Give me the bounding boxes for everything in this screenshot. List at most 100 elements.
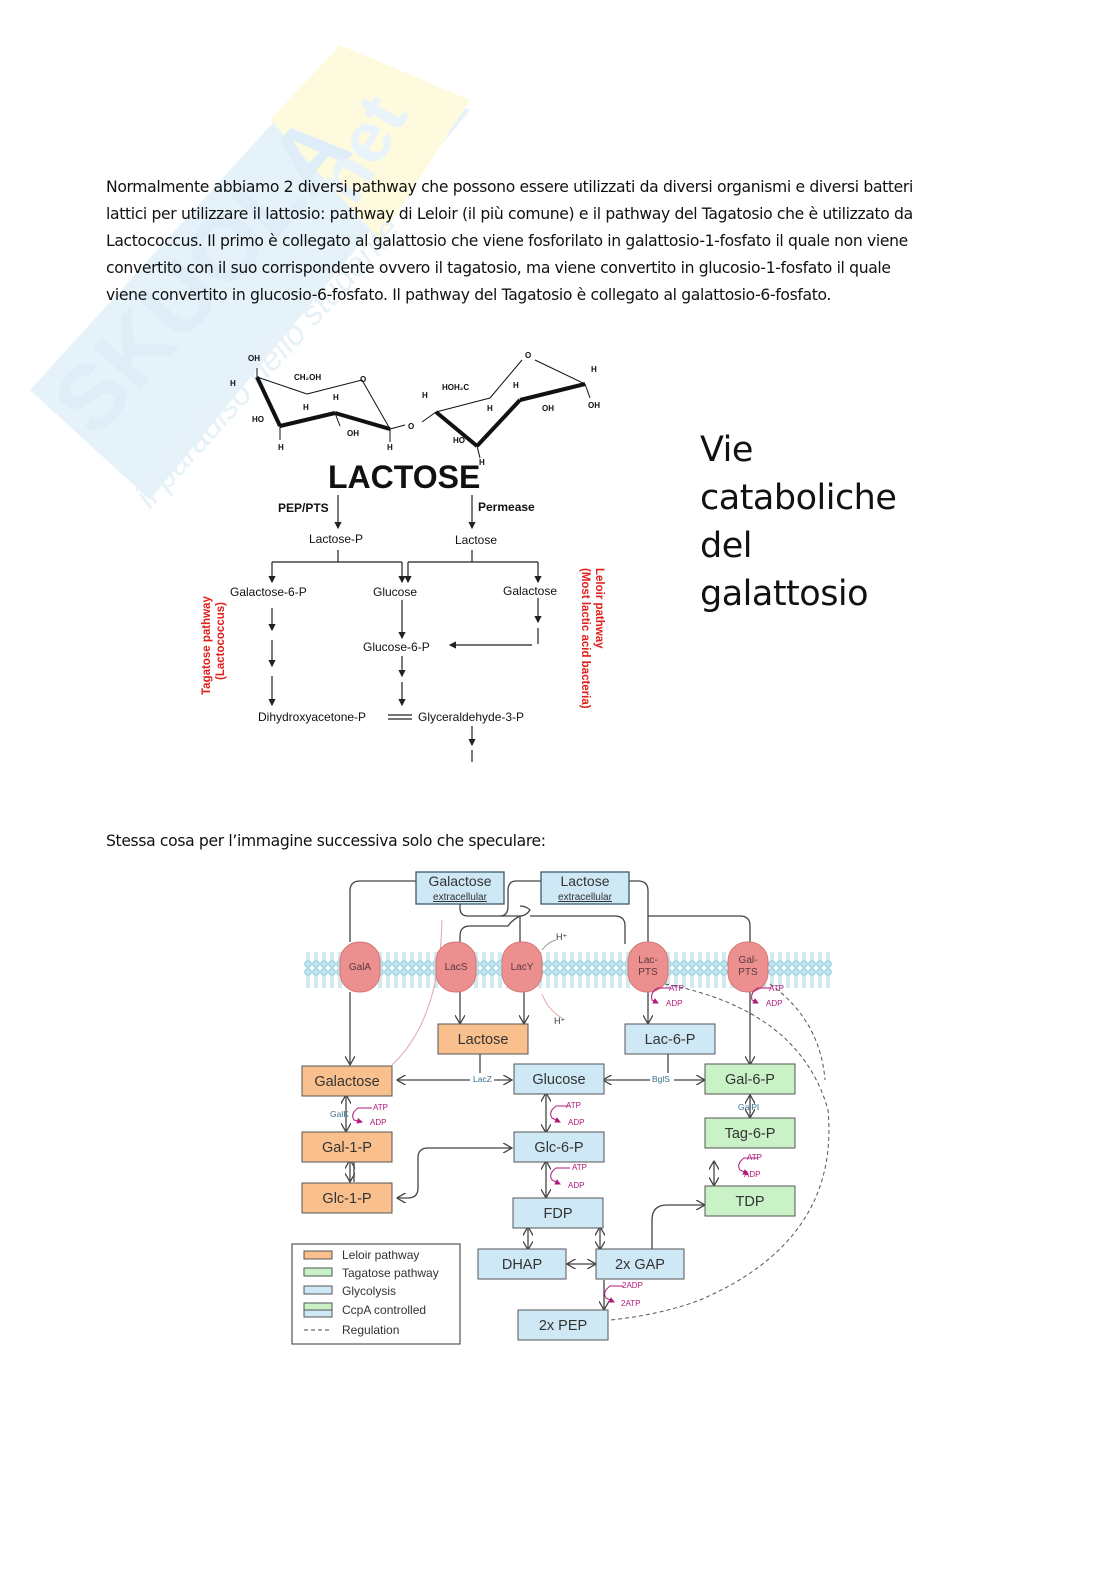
box-label: Lactose (458, 1032, 509, 1048)
enzyme-bgls: BglS (652, 1074, 670, 1084)
atom-label: HO (453, 436, 465, 445)
diagram-legend: Leloir pathway Tagatose pathway Glycolys… (291, 1243, 461, 1345)
box-glc1p (301, 1182, 393, 1214)
adp-label: ADP (666, 999, 682, 1008)
legend-label: Regulation (342, 1323, 399, 1337)
box-tdp (704, 1185, 796, 1217)
proton-influx-line (541, 939, 557, 951)
atom-label: H (422, 391, 428, 400)
atp-label: ATP (669, 984, 684, 993)
legend-swatch-leloir (303, 1250, 333, 1260)
enzyme-labels: LacZ BglS GalK GalPI (330, 1073, 759, 1119)
intro-line: Normalmente abbiamo 2 diversi pathway ch… (106, 178, 913, 196)
glucose-6p-node: Glucose-6-P (363, 640, 430, 654)
atp-label: ATP (566, 1101, 581, 1110)
transporter-label: Gal- (739, 955, 758, 966)
two-atp-label: 2ATP (621, 1299, 640, 1308)
dhap-node: Dihydroxyacetone-P (258, 710, 366, 724)
box-label: FDP (544, 1206, 573, 1222)
enzyme-label-bg (470, 1073, 494, 1085)
pathway-arrows (268, 495, 542, 762)
box-label: 2x GAP (615, 1257, 665, 1273)
legend-swatch-ccpa-bottom (303, 1309, 333, 1318)
transporter-label: GalA (349, 962, 372, 973)
atom-label: H (230, 379, 236, 388)
intro-line: convertito con il suo corrispondente ovv… (106, 259, 891, 277)
box-fdp (512, 1197, 604, 1229)
permease-label: Permease (478, 500, 535, 514)
box-dhap (477, 1248, 567, 1280)
intro-line: Lactococcus. Il primo è collegato al gal… (106, 232, 908, 250)
pathway-labels: PEP/PTS Permease Lactose-P Lactose Galac… (230, 500, 557, 724)
adp-label: ADP (568, 1181, 584, 1190)
extracellular-lactose-box: Lactose extracellular (540, 871, 630, 905)
atom-label: H (387, 443, 393, 452)
enzyme-lacz: LacZ (473, 1074, 492, 1084)
extracellular-galactose-box: Galactose extracellular (415, 871, 505, 905)
legend-label: Glycolysis (342, 1284, 396, 1298)
lactose-structure (255, 359, 591, 459)
lactose-title: LACTOSE (328, 459, 480, 495)
box-galactose (301, 1065, 393, 1097)
atom-label: OH (248, 354, 260, 363)
enzyme-galk: GalK (330, 1109, 349, 1119)
atom-label: H (513, 381, 519, 390)
box-label: Tag-6-P (725, 1126, 776, 1142)
pathway-side-labels: Tagatose pathway (Lactococcus) Leloir pa… (201, 568, 605, 709)
atom-label: O (360, 375, 366, 384)
atom-label: OH (347, 429, 359, 438)
box-glc6p (513, 1131, 605, 1163)
atom-label: OH (542, 404, 554, 413)
atom-label: H (278, 443, 284, 452)
side-title-line: galattosio (700, 574, 869, 614)
box-glucose (513, 1063, 605, 1095)
side-title-line: cataboliche (700, 478, 897, 518)
proton-label: H⁺ (556, 932, 567, 942)
box-sublabel: extracellular (433, 892, 488, 903)
side-title-line: Vie (700, 430, 753, 470)
legend-swatch-tagatose (303, 1267, 333, 1277)
atom-label: HOH₂C (442, 383, 469, 392)
atom-label: HO (252, 415, 264, 424)
atp-label: ATP (572, 1163, 587, 1172)
box-sublabel: extracellular (558, 892, 613, 903)
adp-label: ADP (766, 999, 782, 1008)
legend-swatch-ccpa-top (303, 1302, 333, 1311)
transporter-gal-pts (727, 941, 769, 993)
lacs-efflux-arrow (391, 919, 443, 1066)
box-label: Galactose (428, 873, 491, 889)
cofactor-arrows (352, 987, 770, 1303)
legend-label: Tagatose pathway (342, 1266, 439, 1280)
box-label: Glucose (532, 1072, 585, 1088)
atom-label: OH (588, 401, 600, 410)
second-figure-caption: Stessa cosa per l’immagine successiva so… (106, 832, 546, 850)
box-pep (517, 1309, 609, 1341)
box-gal1p (301, 1131, 393, 1163)
box-gal6p (704, 1063, 796, 1095)
side-title: Vie cataboliche del galattosio (700, 426, 897, 618)
box-label: TDP (736, 1194, 765, 1210)
atp-label: ATP (769, 984, 784, 993)
metabolite-boxes: Lactose Lac-6-P Galactose Glucose Gal-6-… (301, 1023, 796, 1341)
adp-label: ADP (744, 1170, 760, 1179)
diagram-connectors (346, 880, 750, 1310)
adp-label: ADP (568, 1118, 584, 1127)
box-label: Lac-6-P (645, 1032, 696, 1048)
box-label: 2x PEP (539, 1318, 587, 1334)
transporter-lacs (435, 941, 477, 993)
transporter-label: LacS (445, 962, 468, 973)
box-gap (595, 1248, 685, 1280)
box-lac6p (624, 1023, 716, 1055)
adp-label: ADP (370, 1118, 386, 1127)
atom-label: H (479, 458, 485, 467)
lactose-node: Lactose (455, 533, 497, 547)
transporter-label: PTS (738, 967, 758, 978)
two-adp-label: 2ADP (622, 1281, 643, 1290)
box-lactose (437, 1023, 529, 1055)
box-label: DHAP (502, 1257, 542, 1273)
atom-label: O (525, 351, 531, 360)
tagatose-pathway-sublabel: (Lactococcus) (215, 602, 227, 680)
cofactor-labels: ATP ADP ATP ADP ATP ADP ATP ADP ATP ADP … (370, 984, 784, 1308)
atom-label: H (591, 365, 597, 374)
